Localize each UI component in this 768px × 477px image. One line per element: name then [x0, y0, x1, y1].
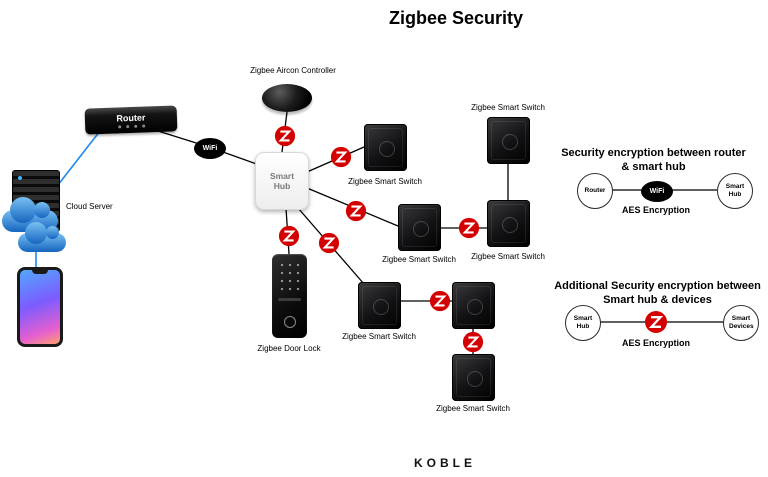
smartphone-icon [17, 267, 63, 347]
zigbee-encryption-icon [278, 225, 300, 247]
cloud-icon-small [18, 222, 66, 252]
router-device: Router [84, 105, 178, 135]
server-led [18, 176, 22, 180]
smart-switch-device [487, 117, 530, 164]
door-lock-keypad [278, 261, 301, 291]
door-lock-keyhole [283, 316, 296, 328]
zigbee-encryption-icon [458, 217, 480, 239]
cloud-server-label: Cloud Server [66, 202, 113, 211]
smart-switch-label: Zigbee Smart Switch [382, 255, 456, 264]
legend-smart-hub-node: Smart Hub [717, 173, 753, 209]
legend-router-node: Router [577, 173, 613, 209]
smart-switch-device [452, 282, 495, 329]
legend-router-node-label: Router [584, 187, 606, 195]
router-label: Router [116, 111, 146, 124]
smart-hub-label: Smart Hub [269, 170, 295, 191]
zigbee-encryption-icon [429, 290, 451, 312]
door-lock-handle [278, 298, 301, 301]
aircon-controller-label: Zigbee Aircon Controller [250, 66, 336, 75]
legend-smart-devices-node-label: Smart Devices [729, 315, 754, 330]
smart-switch-device [364, 124, 407, 171]
zigbee-encryption-icon [462, 331, 484, 353]
smart-switch-device [487, 200, 530, 247]
smart-switch-label: Zigbee Smart Switch [342, 332, 416, 341]
zigbee-encryption-icon [318, 232, 340, 254]
smart-switch-device [398, 204, 441, 251]
smart-switch-label: Zigbee Smart Switch [348, 177, 422, 186]
door-lock-device [272, 254, 307, 338]
legend-smart-hub-node: Smart Hub [565, 305, 601, 341]
wifi-icon: WiFi [641, 181, 673, 202]
smart-switch-device [358, 282, 401, 329]
zigbee-encryption-icon [345, 200, 367, 222]
page-title: Zigbee Security [388, 8, 524, 28]
legend-smart-devices-node: Smart Devices [723, 305, 759, 341]
zigbee-encryption-icon [644, 310, 668, 334]
smart-switch-label: Zigbee Smart Switch [471, 103, 545, 112]
wifi-icon: WiFi [194, 138, 226, 159]
router-led-dots [117, 124, 121, 128]
aircon-controller-device [262, 84, 312, 112]
zigbee-encryption-icon [330, 146, 352, 168]
smart-switch-device [452, 354, 495, 401]
legend-smart-hub-node-label: Smart Hub [573, 315, 593, 330]
smart-switch-label: Zigbee Smart Switch [471, 252, 545, 261]
smart-switch-label: Zigbee Smart Switch [436, 404, 510, 413]
smart-hub-device: Smart Hub [255, 152, 309, 210]
legend2-title: Additional Security encryption between S… [554, 280, 761, 306]
koble-logo: KOBLE [414, 456, 476, 470]
legend2-aes-caption: AES Encryption [621, 338, 690, 348]
legend1-title: Security encryption between router & sma… [561, 147, 746, 173]
legend1-aes-caption: AES Encryption [621, 205, 690, 215]
door-lock-label: Zigbee Door Lock [257, 344, 321, 353]
legend-smart-hub-node-label: Smart Hub [725, 183, 745, 198]
zigbee-encryption-icon [274, 125, 296, 147]
